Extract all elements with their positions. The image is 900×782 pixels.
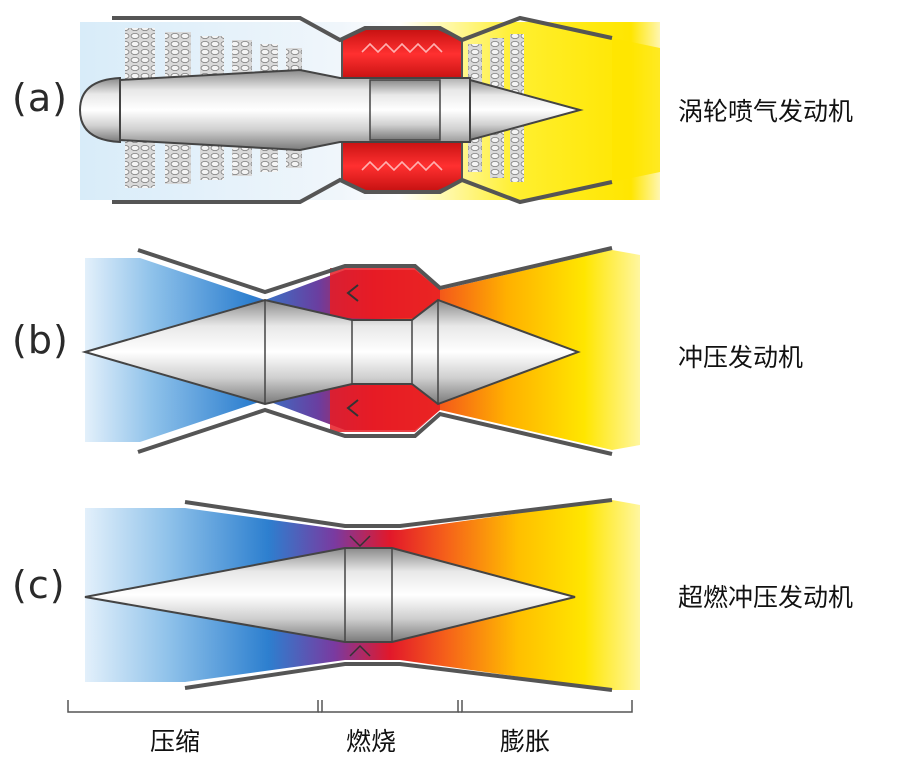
stage-brackets [67,700,633,713]
engine-b-ramjet [81,246,640,456]
engine-a-casing [112,15,613,205]
bracket-expansion [461,700,633,713]
bracket-compression [67,700,319,713]
engine-a-exhaust-cone [469,78,584,142]
stage-expansion-label: 膨胀 [500,727,551,756]
engine-c-tag: (c) [12,563,66,607]
engine-c-scramjet [84,498,640,692]
engine-b-centerbody [81,298,581,406]
engine-a-name: 涡轮喷气发动机 [678,97,854,126]
engine-a-combustor-bottom [341,139,463,193]
engine-a-combustor-top [341,27,463,81]
stage-combustion-label: 燃烧 [346,727,397,756]
engine-a-nose-cone [78,76,121,144]
engine-c-name: 超燃冲压发动机 [678,583,854,612]
engine-c-casing [184,498,613,692]
bracket-combustion [321,700,459,713]
engine-b-tag: (b) [12,318,69,362]
engine-a-turbojet [78,15,660,205]
engine-b-casing [137,246,613,456]
engine-a-tag: (a) [12,76,68,120]
stage-compression-label: 压缩 [150,727,201,756]
engine-b-name: 冲压发动机 [678,343,804,372]
